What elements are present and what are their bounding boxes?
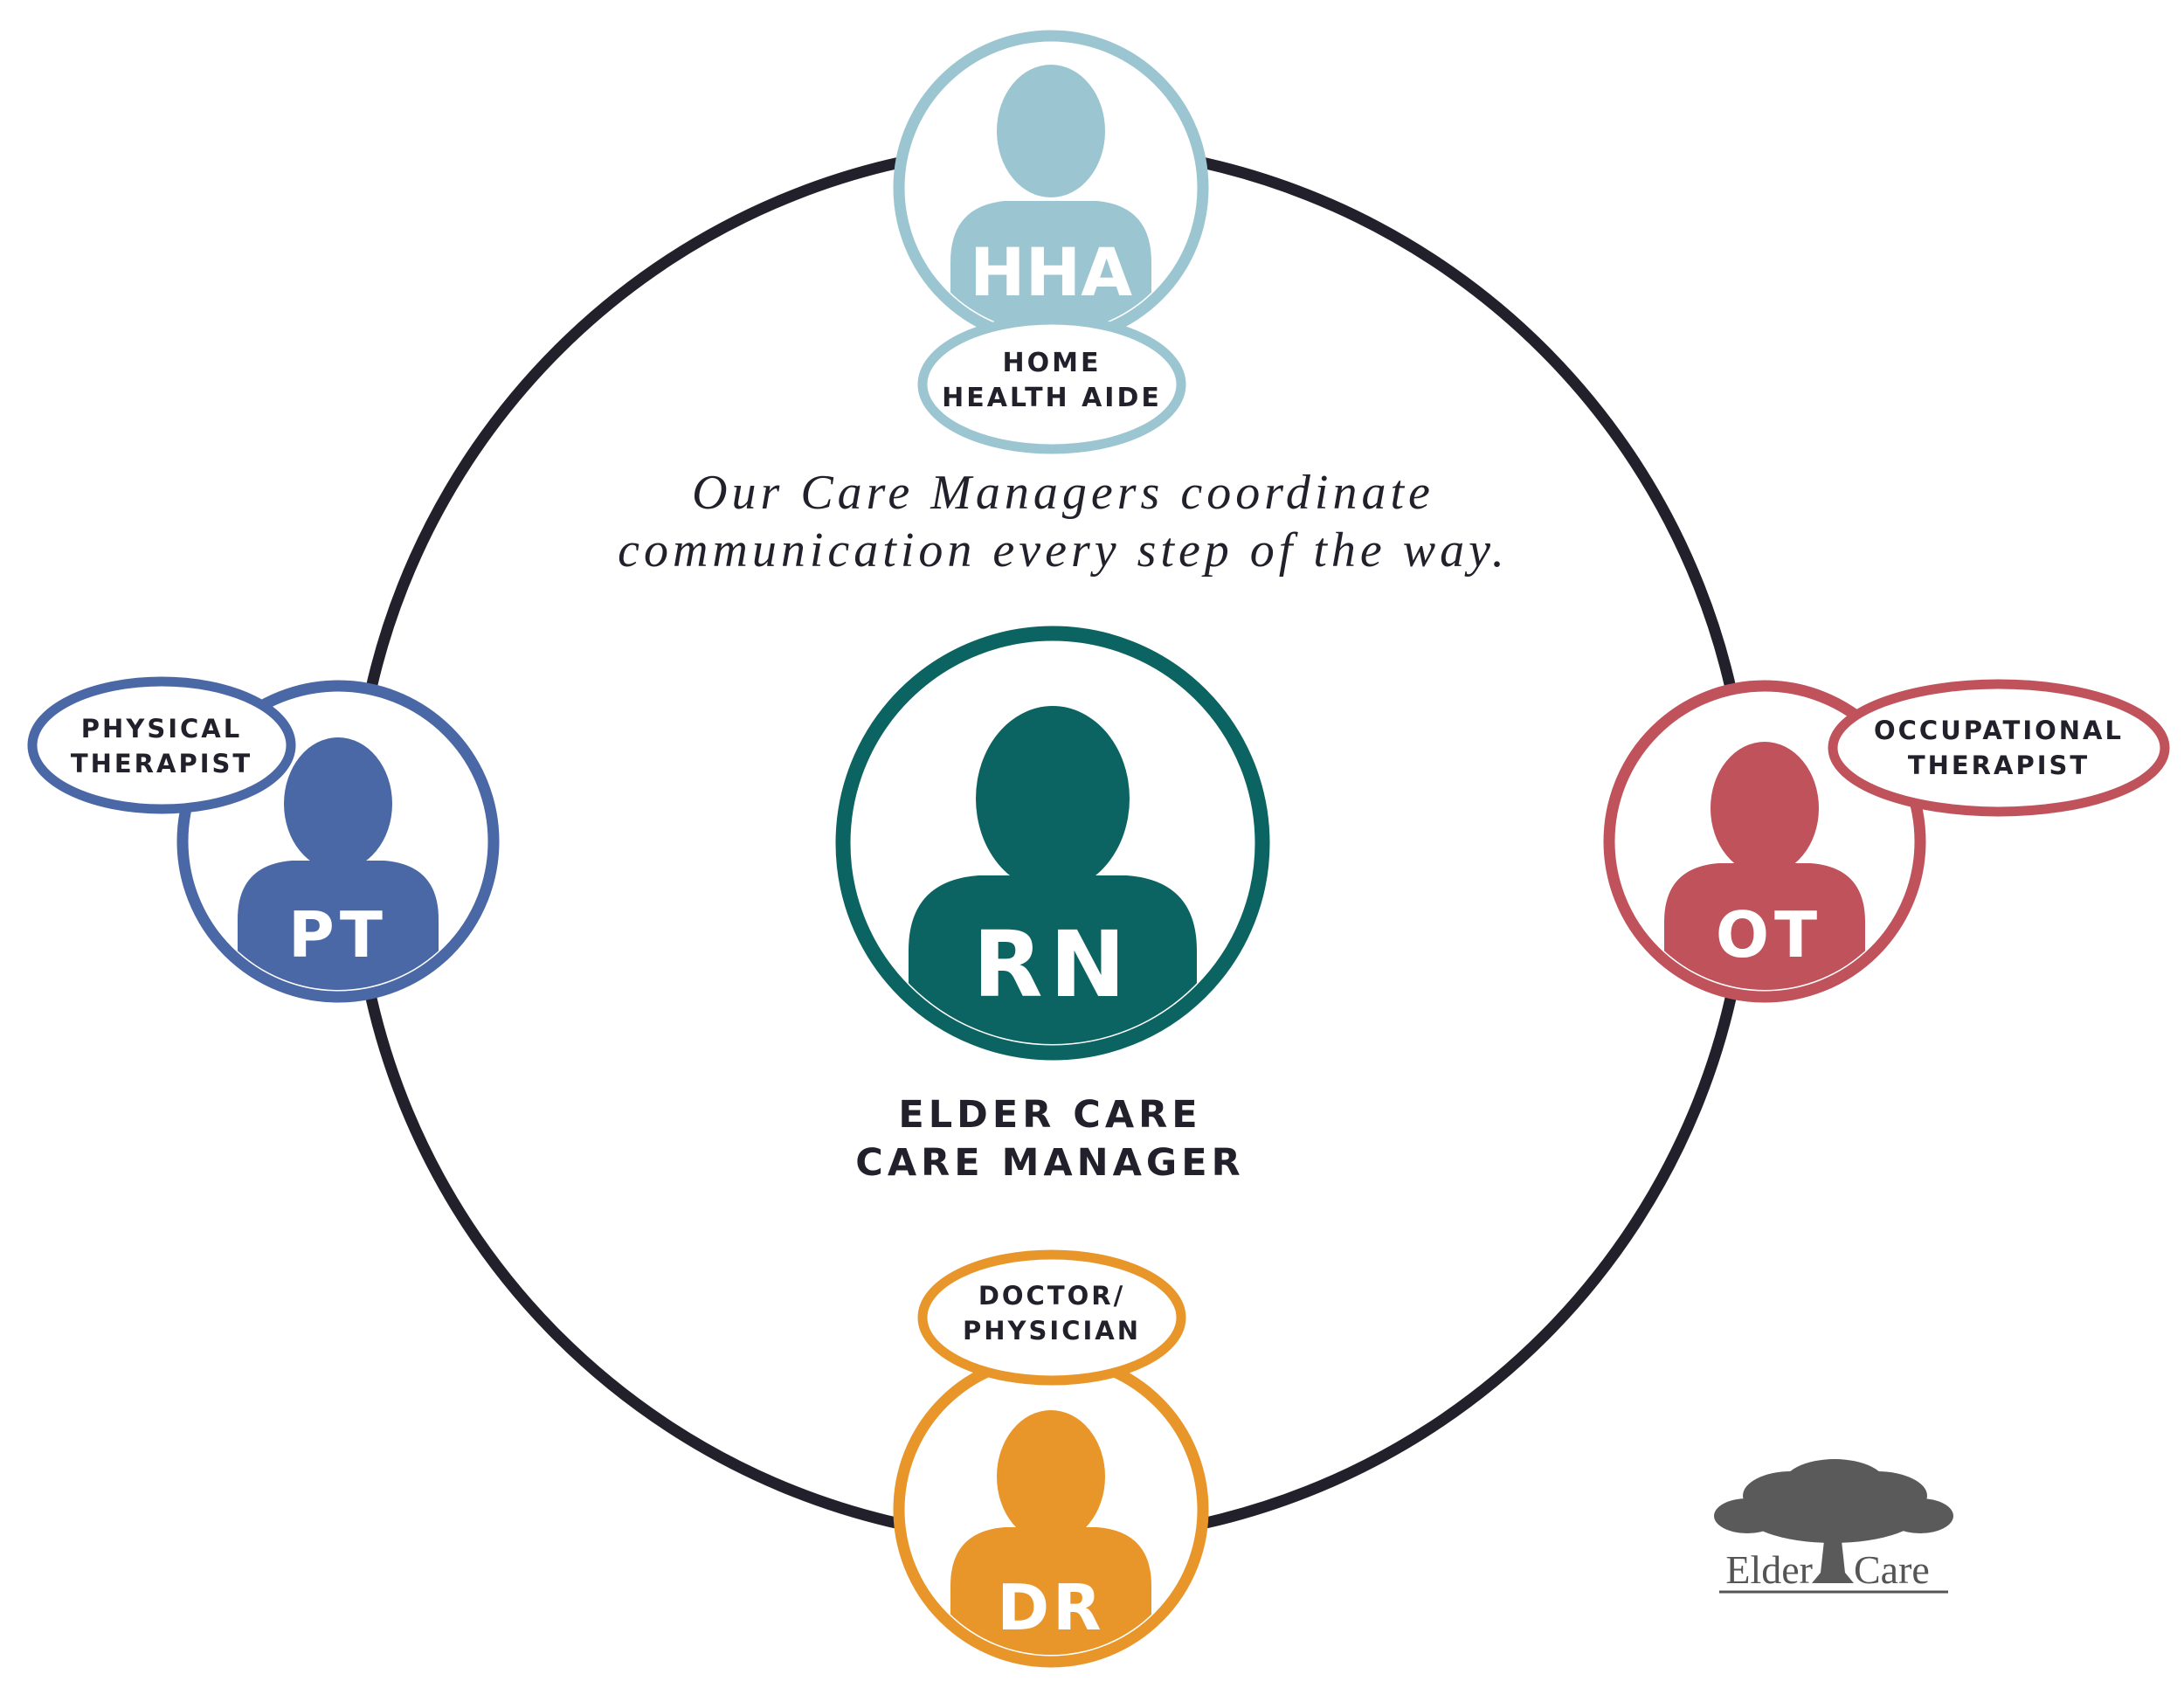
logo-word-care: Care xyxy=(1854,1547,1930,1592)
dr-label-bubble xyxy=(917,1249,1186,1386)
rn-abbr: RN xyxy=(972,911,1132,1018)
node-occupational-therapist: OT OCCUPATIONAL THERAPIST xyxy=(1603,679,2170,1003)
pt-person-icon xyxy=(238,737,439,990)
node-care-manager: RN xyxy=(835,626,1270,1061)
dr-label-line1: DOCTOR/ xyxy=(978,1281,1125,1311)
dr-person-icon xyxy=(950,1410,1151,1655)
node-physical-therapist: PT PHYSICAL THERAPIST xyxy=(27,676,500,1003)
ot-abbr: OT xyxy=(1716,898,1822,972)
logo-word-elder: Elder xyxy=(1725,1547,1813,1592)
tree-icon xyxy=(1714,1459,1953,1583)
node-home-health-aide: HHA HOME HEALTH AIDE xyxy=(893,30,1209,454)
hha-abbr: HHA xyxy=(970,233,1132,311)
care-manager-title-line1: ELDER CARE xyxy=(898,1093,1201,1137)
care-manager-title-line2: CARE MANAGER xyxy=(855,1141,1244,1185)
dr-label-line2: PHYSICIAN xyxy=(963,1316,1141,1346)
hha-person-icon xyxy=(950,65,1151,333)
elder-care-logo: Elder Care xyxy=(1714,1459,1953,1594)
pt-label-line2: THERAPIST xyxy=(71,749,252,778)
tagline-line2: communication every step of the way. xyxy=(618,523,1509,578)
rn-person-icon xyxy=(909,706,1197,1044)
node-doctor-physician: DR DOCTOR/ PHYSICIAN xyxy=(893,1249,1209,1668)
hha-label-bubble xyxy=(917,315,1186,454)
tagline-line1: Our Care Managers coordinate xyxy=(692,466,1434,520)
ot-label-bubble xyxy=(1828,679,2170,817)
pt-label-bubble xyxy=(27,676,296,814)
ot-label-line2: THERAPIST xyxy=(1908,751,2090,780)
pt-label-line1: PHYSICAL xyxy=(81,714,242,744)
hha-label-line2: HEALTH AIDE xyxy=(942,383,1162,413)
dr-abbr: DR xyxy=(997,1571,1104,1644)
hha-label-line1: HOME xyxy=(1003,348,1102,378)
ot-person-icon xyxy=(1664,742,1865,990)
pt-abbr: PT xyxy=(288,898,388,972)
ot-label-line1: OCCUPATIONAL xyxy=(1874,716,2124,745)
